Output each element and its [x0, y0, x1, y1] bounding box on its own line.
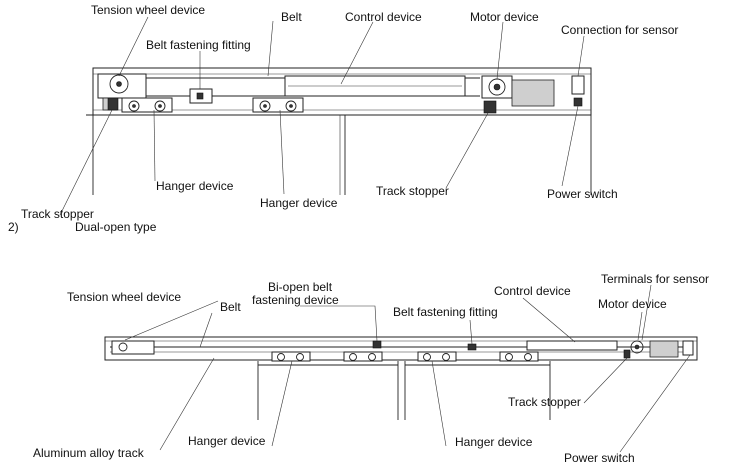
label-hanger-device-2-left: Hanger device [188, 434, 266, 448]
power-switch-block [573, 97, 583, 107]
section-title: Dual-open type [75, 220, 157, 234]
tension-wheel [109, 74, 129, 94]
hanger-2b [343, 351, 383, 362]
track-stopper-left-block [107, 97, 119, 111]
label-power-switch-2: Power switch [564, 451, 635, 465]
label-tension-wheel-device-2: Tension wheel device [67, 290, 181, 304]
hanger-left [121, 97, 173, 113]
label-power-switch: Power switch [547, 187, 618, 201]
label-motor-device: Motor device [470, 10, 539, 24]
label-control-device: Control device [345, 10, 422, 24]
label-bi-open-line2: fastening device [252, 293, 339, 307]
sensor-terminal-2 [682, 340, 694, 356]
motor-body-2 [649, 340, 679, 358]
label-control-device-2: Control device [494, 284, 571, 298]
label-hanger-device-right: Hanger device [260, 196, 338, 210]
tension-wheel-device-2 [111, 340, 155, 355]
label-track-stopper-2: Track stopper [508, 395, 581, 409]
motor-wheel-2 [630, 340, 644, 354]
section-number: 2) [8, 220, 19, 234]
belt-fastening-block-2 [467, 343, 477, 351]
label-track-stopper-right: Track stopper [376, 184, 449, 198]
dual-open-diagram: Terminals for sensor Bi-open belt fasten… [33, 272, 709, 465]
track-stopper-block [483, 100, 497, 114]
motor-body [511, 79, 555, 107]
tension-wheel-device [97, 73, 147, 99]
bi-open-fastening-block [372, 340, 382, 349]
label-belt-2: Belt [220, 300, 241, 314]
label-terminals-for-sensor: Terminals for sensor [601, 272, 709, 286]
label-belt-fastening-fitting-2: Belt fastening fitting [393, 305, 498, 319]
sensor-connector [571, 75, 585, 95]
label-belt: Belt [281, 10, 302, 24]
control-device-2 [526, 340, 618, 351]
label-belt-fastening-fitting: Belt fastening fitting [146, 38, 251, 52]
label-track-stopper-left: Track stopper [21, 207, 94, 221]
label-motor-device-2: Motor device [598, 297, 667, 311]
label-hanger-device-left: Hanger device [156, 179, 234, 193]
label-bi-open-line1: Bi-open belt [268, 280, 333, 294]
single-open-diagram: Tension wheel device Belt Control device… [21, 3, 678, 221]
hanger-right [252, 97, 304, 113]
track-stopper-block-2 [623, 349, 631, 359]
hanger-2d [499, 351, 539, 362]
label-aluminum-alloy-track: Aluminum alloy track [33, 446, 145, 460]
hanger-2a [271, 351, 311, 362]
label-connection-for-sensor: Connection for sensor [561, 23, 678, 37]
hanger-2c [417, 351, 457, 362]
label-hanger-device-2-right: Hanger device [455, 435, 533, 449]
label-tension-wheel-device: Tension wheel device [91, 3, 205, 17]
